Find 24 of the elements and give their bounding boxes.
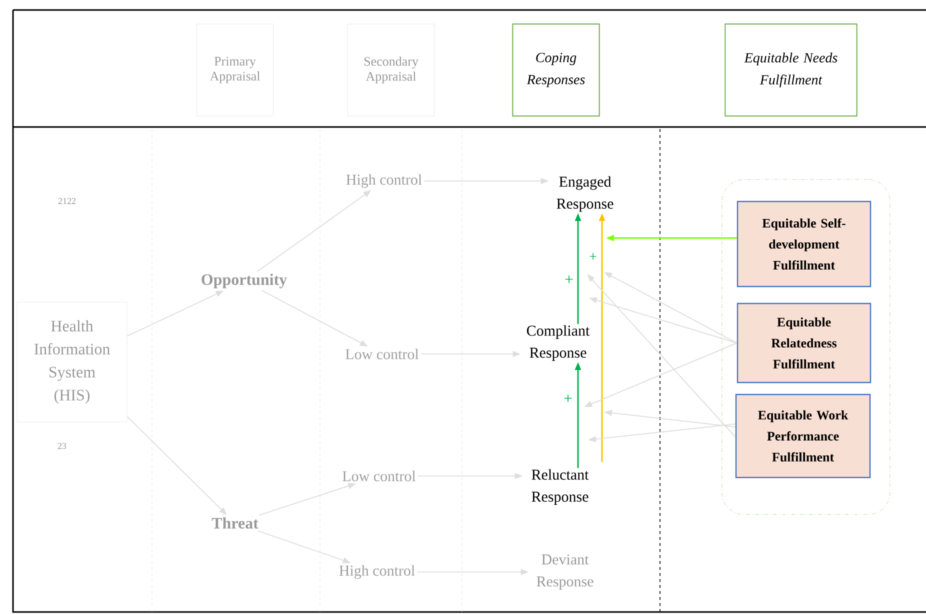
response-label: Reluctant Response: [532, 469, 589, 505]
response-label: Engaged Response: [556, 176, 614, 212]
stage-label: Opportunity: [202, 274, 287, 288]
stage-label: Threat: [212, 517, 258, 529]
plus-sign: +: [590, 253, 596, 260]
column-header: Coping Responses: [512, 24, 600, 116]
plus-sign: +: [565, 276, 573, 283]
need-box: Equitable Work Performance Fulfillment: [735, 394, 871, 478]
response-label: Deviant Response: [536, 554, 594, 590]
need-box: Equitable Relatedness Fulfillment: [736, 302, 872, 384]
control-label: Low control: [342, 470, 416, 482]
column-header: Equitable Needs Fulfillment: [724, 24, 858, 116]
control-label: High control: [339, 565, 415, 579]
plus-sign: +: [564, 394, 572, 402]
column-header: Secondary Appraisal: [347, 24, 435, 116]
page-number: 2122: [58, 198, 76, 204]
system-box: Health Information System (HIS): [16, 302, 128, 422]
control-label: High control: [346, 174, 422, 188]
group-outline: [722, 179, 890, 515]
page-number: 23: [58, 442, 66, 450]
control-label: Low control: [346, 348, 419, 360]
response-label: Compliant Response: [526, 325, 590, 361]
column-header: Primary Appraisal: [196, 24, 274, 116]
need-box: Equitable Self-development Fulfillment: [736, 200, 872, 288]
